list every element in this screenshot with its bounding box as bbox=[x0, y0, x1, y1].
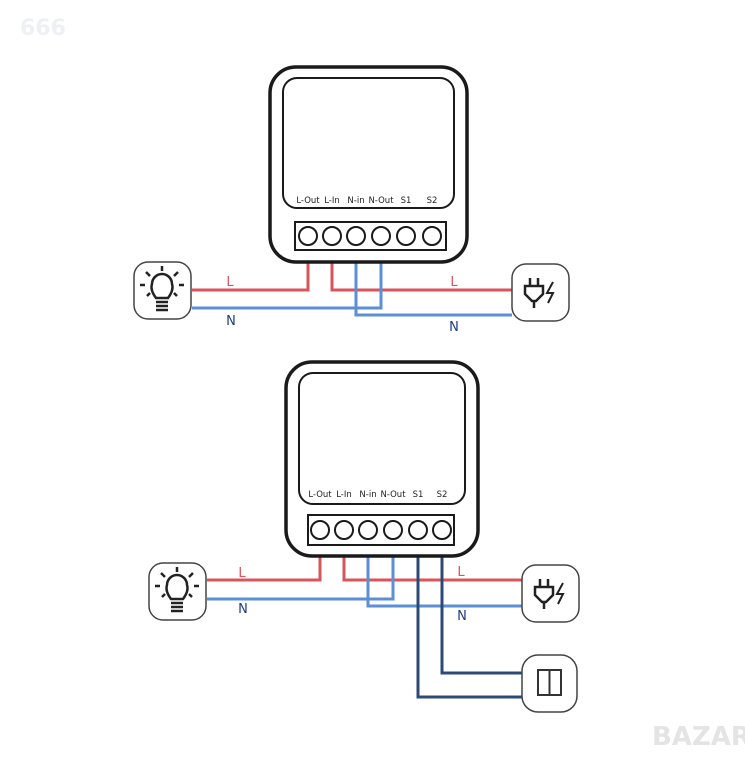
terminal-n-in bbox=[346, 226, 366, 246]
terminal-label-n-out: N-Out bbox=[380, 490, 406, 500]
diagram-2: L-Out L-In N-in N-Out S1 S2L L N N bbox=[148, 360, 580, 713]
terminal-block bbox=[294, 221, 447, 251]
plug-body bbox=[533, 585, 555, 604]
terminal-label-l-in: L-In bbox=[336, 490, 352, 500]
bulb-ray bbox=[188, 572, 194, 578]
light-box bbox=[133, 261, 192, 320]
power-box bbox=[521, 564, 580, 623]
label-n-left: N bbox=[226, 314, 236, 329]
wire-s2 bbox=[440, 530, 522, 675]
watermark-666: 666 bbox=[20, 16, 66, 41]
lightning-icon bbox=[555, 582, 565, 605]
label-n-right: N bbox=[457, 609, 467, 624]
terminal-label-s1: S1 bbox=[401, 196, 412, 206]
label-l-right: L bbox=[450, 275, 458, 290]
module-panel bbox=[298, 372, 466, 505]
terminal-s1 bbox=[408, 520, 428, 540]
diagram-1: L-Out L-In N-in N-Out S1 S2L L N N bbox=[133, 65, 570, 335]
wall-switch-icon bbox=[537, 669, 562, 696]
module-panel bbox=[282, 77, 455, 209]
terminal-label-n-out: N-Out bbox=[368, 196, 394, 206]
terminal-n-out bbox=[383, 520, 403, 540]
label-l-left: L bbox=[226, 275, 234, 290]
wire-s1 bbox=[416, 530, 522, 699]
bulb-ray bbox=[173, 271, 179, 277]
terminal-label-s2: S2 bbox=[427, 196, 438, 206]
light-bulb-icon bbox=[140, 266, 184, 312]
terminal-n-in bbox=[358, 520, 378, 540]
plug-icon bbox=[533, 579, 565, 609]
terminal-label-l-out: L-Out bbox=[308, 490, 332, 500]
terminal-label-s2: S2 bbox=[437, 490, 448, 500]
bulb-glass bbox=[165, 573, 189, 601]
terminal-l-in bbox=[322, 226, 342, 246]
bulb-ray bbox=[160, 572, 166, 578]
label-n-left: N bbox=[238, 602, 248, 617]
bulb-ray bbox=[161, 593, 166, 598]
bulb-ray bbox=[188, 593, 193, 598]
light-box bbox=[148, 562, 207, 621]
bulb-glass bbox=[150, 272, 174, 300]
label-l-right: L bbox=[457, 565, 465, 580]
plug-icon bbox=[523, 278, 555, 308]
terminal-label-l-out: L-Out bbox=[296, 196, 320, 206]
label-n-right: N bbox=[449, 320, 459, 335]
terminal-s1 bbox=[396, 226, 416, 246]
terminal-s2 bbox=[422, 226, 442, 246]
terminal-l-out bbox=[298, 226, 318, 246]
terminal-label-n-in: N-in bbox=[347, 196, 364, 206]
bulb-ray bbox=[173, 292, 178, 297]
plug-body bbox=[523, 284, 545, 303]
terminal-n-out bbox=[371, 226, 391, 246]
label-l-left: L bbox=[238, 566, 246, 581]
terminal-label-n-in: N-in bbox=[359, 490, 376, 500]
terminal-l-out bbox=[310, 520, 330, 540]
power-box bbox=[511, 263, 570, 322]
light-bulb-icon bbox=[155, 567, 199, 613]
lightning-icon bbox=[545, 281, 555, 304]
terminal-block bbox=[307, 514, 455, 546]
bazar-logo: BAZAR bbox=[652, 722, 745, 752]
bulb-ray bbox=[145, 271, 151, 277]
terminal-s2 bbox=[432, 520, 452, 540]
terminal-l-in bbox=[334, 520, 354, 540]
terminal-label-s1: S1 bbox=[413, 490, 424, 500]
terminal-label-l-in: L-In bbox=[324, 196, 340, 206]
bulb-ray bbox=[146, 292, 151, 297]
